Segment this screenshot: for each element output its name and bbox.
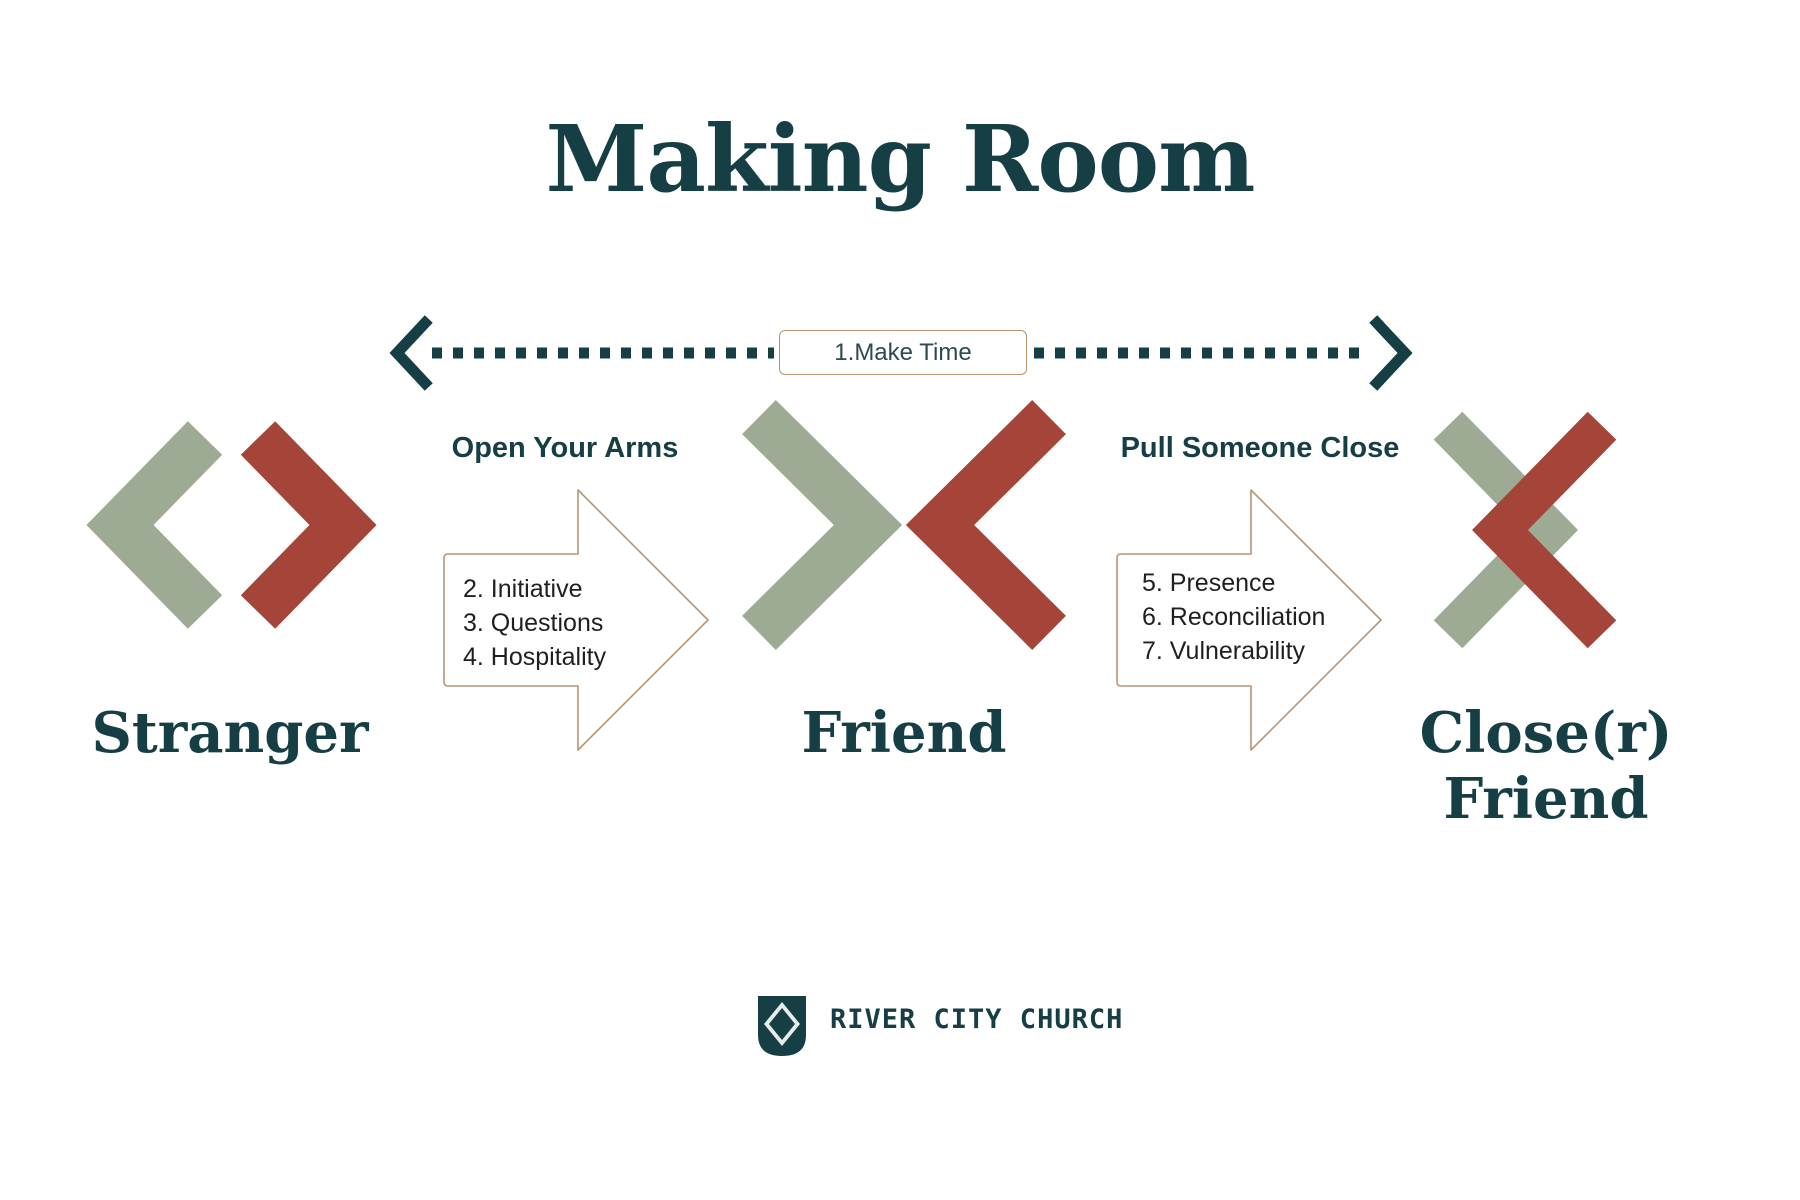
list-item: 4. Hospitality — [463, 643, 607, 671]
make-time-arrow — [389, 315, 1413, 391]
closer-friend-cross-icon — [1433, 411, 1617, 649]
stranger-chevrons-icon — [86, 421, 377, 629]
open-your-arms-heading: Open Your Arms — [451, 432, 679, 464]
page-title: Making Room — [545, 105, 1256, 213]
stranger-label: Stranger — [91, 700, 369, 766]
pull-close-arrow — [1116, 489, 1382, 751]
open-your-arms-list: 2. Initiative 3. Questions 4. Hospitalit… — [463, 572, 606, 674]
closer-friend-label: Close(r) Friend — [1419, 700, 1673, 832]
list-item: 3. Questions — [463, 609, 604, 637]
logo-text: RIVER CITY CHURCH — [830, 1004, 1124, 1035]
open-arms-arrow — [443, 489, 709, 751]
chevron-left-icon — [389, 315, 433, 391]
list-item: 6. Reconciliation — [1142, 603, 1326, 631]
list-item: 7. Vulnerability — [1142, 637, 1306, 665]
friend-chevrons-icon — [742, 400, 1066, 650]
pull-someone-close-list: 5. Presence 6. Reconciliation 7. Vulnera… — [1142, 566, 1325, 668]
list-item: 2. Initiative — [463, 575, 583, 603]
make-time-label: 1.Make Time — [779, 330, 1027, 375]
friend-label: Friend — [801, 700, 1007, 766]
pull-someone-close-heading: Pull Someone Close — [1120, 432, 1400, 464]
river-city-church-shield-icon — [758, 996, 806, 1056]
chevron-right-icon — [1369, 315, 1413, 391]
list-item: 5. Presence — [1142, 569, 1276, 597]
